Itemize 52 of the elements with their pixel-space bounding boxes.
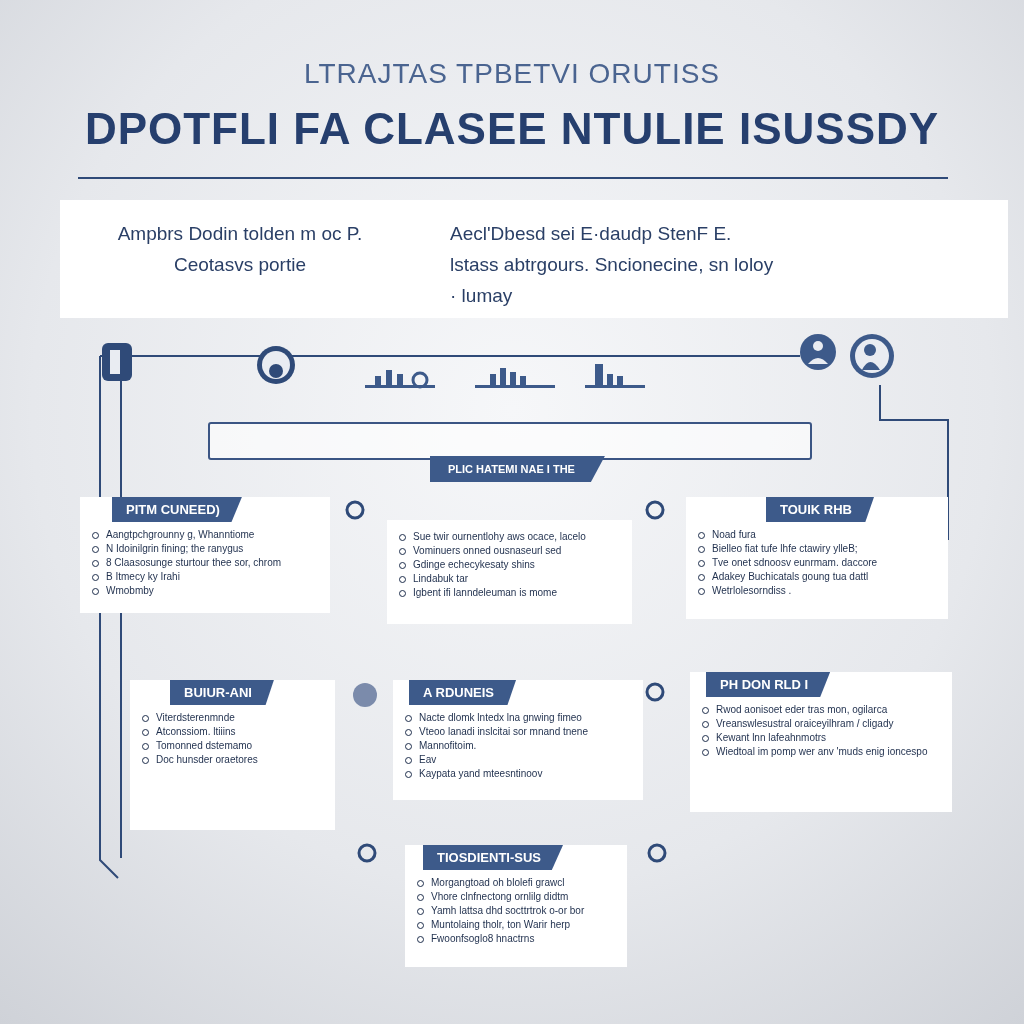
bullet-item: Vreanswlesustral oraiceyilhram / cligady xyxy=(700,717,942,731)
bullet-item: Aangtpchgrounny g, Whanntiome xyxy=(90,528,320,542)
info-card xyxy=(686,497,948,619)
subtitle: LTRAJTAS TPBETVI ORUTISS xyxy=(302,58,722,90)
bullet-item: Igbent ifi lanndeleuman is mome xyxy=(397,586,622,600)
bullet-item: Rwod aonisoet eder tras mon, ogilarca xyxy=(700,703,942,717)
bullet-item: Noad fura xyxy=(696,528,938,542)
bullet-item: Vominuers onned ousnaseurl sed xyxy=(397,544,622,558)
bullet-item: 8 Claasosunge sturtour thee sor, chrom xyxy=(90,556,320,570)
bullet-item: Wmobmby xyxy=(90,584,320,598)
bullet-item: Yamh lattsa dhd socttrtrok o-or bor xyxy=(415,904,617,918)
bullet-item: B Itmecy ky Irahi xyxy=(90,570,320,584)
bullet-item: Vteoo lanadi inslcitai sor mnand tnene xyxy=(403,725,633,739)
card-heading: TIOSDIENTI-SUS xyxy=(423,845,563,870)
card-heading: PH DON RLD I xyxy=(706,672,831,697)
info-card xyxy=(393,680,643,800)
bullet-item: Tomonned dstemamo xyxy=(140,739,325,753)
info-card xyxy=(405,845,627,967)
bullet-item: Doc hunsder oraetores xyxy=(140,753,325,767)
bullet-item: Fwoonfsoglo8 hnactrns xyxy=(415,932,617,946)
empty-box xyxy=(208,422,812,460)
bullet-item: Lindabuk tar xyxy=(397,572,622,586)
bullet-item: Sue twir ournentlohy aws ocace, lacelo xyxy=(397,530,622,544)
bullet-item: Gdinge echecykesaty shins xyxy=(397,558,622,572)
bullet-item: Mannofitoim. xyxy=(403,739,633,753)
bullet-item: Kaypata yand mteesntinoov xyxy=(403,767,633,781)
bullet-item: Kewant lnn lafeahnmotrs xyxy=(700,731,942,745)
bullet-item: Bielleo fiat tufe lhfe ctawiry ylleB; xyxy=(696,542,938,556)
card-heading: TOUIK RHB xyxy=(766,497,874,522)
bullet-item: Muntolaing tholr, ton Warir herp xyxy=(415,918,617,932)
card-heading: PITM CUNEED) xyxy=(112,497,242,522)
info-card xyxy=(387,520,632,624)
section-banner: PLIC HATEMI NAE I THE xyxy=(430,456,605,482)
bullet-item: Tve onet sdnoosv eunrmam. daccore xyxy=(696,556,938,570)
bullet-item: Wiedtoal im pomp wer anv 'muds enig ioncespo xyxy=(700,745,942,759)
info-card xyxy=(130,680,335,830)
bullet-item: Vhore clnfnectong ornlilg didtm xyxy=(415,890,617,904)
bullet-item: Adakey Buchicatals goung tua dattl xyxy=(696,570,938,584)
bullet-item: Wetrlolesorndiss . xyxy=(696,584,938,598)
bullet-item: Eav xyxy=(403,753,633,767)
intro-text: Aecl'Dbesd sei Ε·daudp StenF E. lstass abtrgours. Sncionecine, sn loloy · lumay xyxy=(450,222,775,308)
bullet-item: Morgangtoad oh blolefi grawcl xyxy=(415,876,617,890)
title: DPOTFLI FA CLASEE NTULIE ISUSSDY xyxy=(83,104,941,154)
bullet-item: N Idoinilgrin fining; the ranygus xyxy=(90,542,320,556)
info-card xyxy=(690,672,952,812)
bullet-item: Atconssiom. ltiiins xyxy=(140,725,325,739)
info-card xyxy=(80,497,330,613)
bullet-item: Viterdsterenmnde xyxy=(140,711,325,725)
intro-text: Ampbrs Dodin tolden m oc P. Ceotasvs portie xyxy=(116,222,364,277)
card-heading: A RDUNEIS xyxy=(409,680,517,705)
bullet-item: Nacte dlomk lntedx lna gnwing fimeo xyxy=(403,711,633,725)
card-heading: BUIUR-ANI xyxy=(170,680,274,705)
